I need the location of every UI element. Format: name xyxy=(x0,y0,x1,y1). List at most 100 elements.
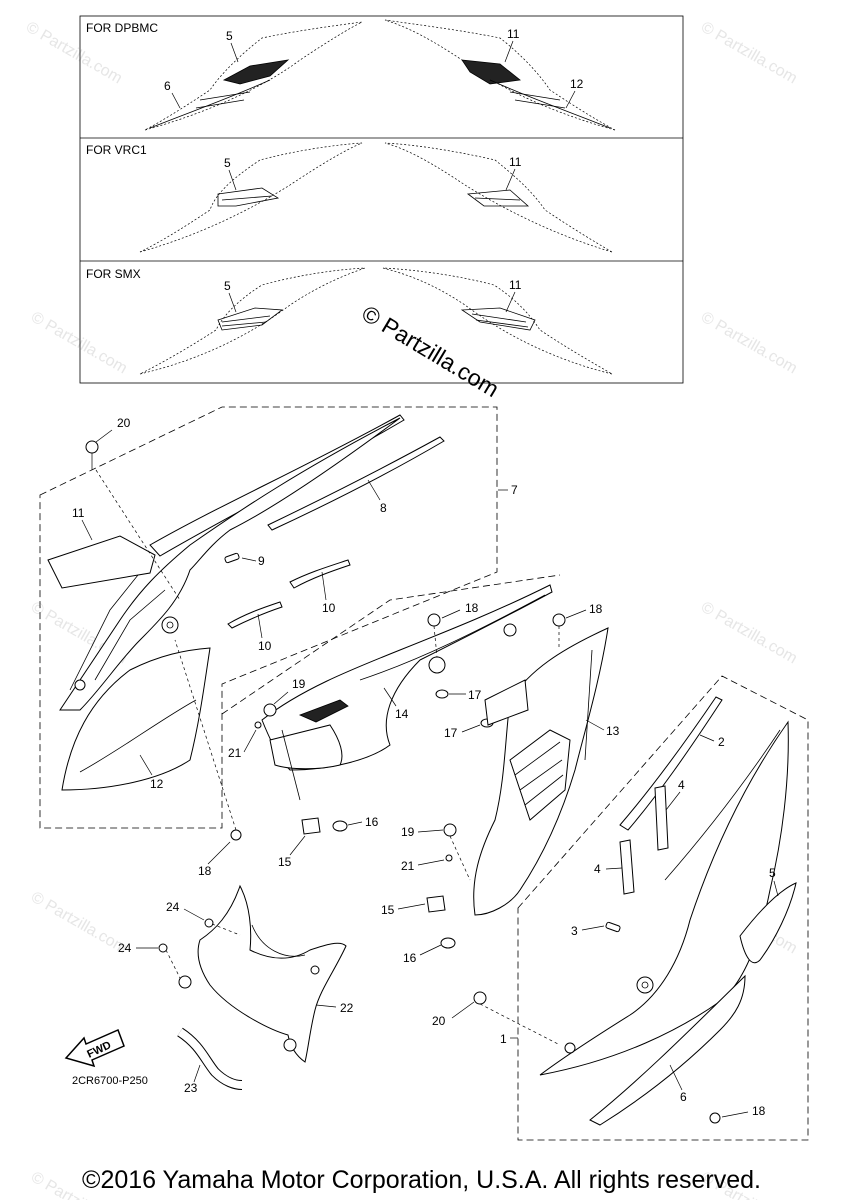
assembly-14-group xyxy=(221,574,566,835)
leader-line xyxy=(228,292,237,313)
leader-line xyxy=(669,1064,683,1091)
callout-label: 20 xyxy=(117,416,131,430)
leader-line xyxy=(419,944,442,956)
callout-label: 12 xyxy=(150,777,164,791)
inset-frame xyxy=(79,15,684,384)
leader-line xyxy=(585,719,605,731)
leader-line xyxy=(171,92,181,109)
callout-label: 16 xyxy=(365,815,379,829)
screw-21 xyxy=(445,854,453,862)
callout-label: 14 xyxy=(395,707,409,721)
strip-6 xyxy=(589,974,746,1126)
callout-label: 5 xyxy=(224,156,231,170)
strip-10 xyxy=(227,601,283,629)
variant-inset-box: FOR DPBMC 5 6 11 12 FOR VRC1 xyxy=(79,15,684,384)
leader-line xyxy=(95,429,113,443)
leader-line xyxy=(241,557,257,562)
callout-label: 12 xyxy=(570,77,584,91)
leader-line xyxy=(228,169,237,191)
strip-8 xyxy=(267,436,445,531)
watermark: © Partzilla.com xyxy=(698,309,800,378)
screw-24 xyxy=(204,918,214,928)
leader-line xyxy=(81,519,93,541)
bolt-20 xyxy=(473,991,487,1005)
leader-line xyxy=(773,880,779,897)
vrc1-left-cover xyxy=(139,142,363,253)
leader-line xyxy=(183,908,205,921)
callout-label: 6 xyxy=(680,1090,687,1104)
bolt-18 xyxy=(230,829,242,841)
callout-label: 18 xyxy=(465,601,479,615)
leader-line xyxy=(504,40,514,63)
callout-label: 15 xyxy=(278,855,292,869)
callout-label: 18 xyxy=(752,1104,766,1118)
variant-title-smx: FOR SMX xyxy=(86,267,141,281)
bolt-19 xyxy=(443,823,457,837)
upper-cover xyxy=(59,417,401,711)
decal-11 xyxy=(47,535,156,589)
leader-line xyxy=(581,925,605,931)
leader-line xyxy=(230,42,239,63)
leader-line xyxy=(417,829,444,833)
leader-line xyxy=(505,168,516,191)
leader-line xyxy=(665,791,681,811)
callout-label: 9 xyxy=(258,554,265,568)
assembly-7-group xyxy=(39,406,498,841)
callout-label: 11 xyxy=(72,506,85,520)
leader-line xyxy=(193,1064,201,1083)
callout-label: 13 xyxy=(606,724,620,738)
cover-12 xyxy=(61,647,211,791)
callout-label: 2 xyxy=(718,735,725,749)
lower-cover xyxy=(539,720,789,1076)
callout-label: 15 xyxy=(381,903,395,917)
decal-4 xyxy=(654,785,669,851)
diagram-code: 2CR6700-P250 xyxy=(72,1075,148,1087)
smx-left-cover xyxy=(139,267,366,375)
leader-line xyxy=(505,291,516,313)
panel-22 xyxy=(197,884,347,1063)
callout-label: 24 xyxy=(166,900,180,914)
leader-line xyxy=(565,90,576,109)
assembly-7-boundary xyxy=(39,406,498,829)
watermark: © Partzilla.com xyxy=(698,599,800,668)
leader-line xyxy=(139,754,153,776)
bolt-18 xyxy=(709,1112,721,1124)
bolt-19 xyxy=(263,703,277,717)
callout-label: 5 xyxy=(224,279,231,293)
callout-label: 17 xyxy=(444,726,458,740)
variant-title-dpbmc: FOR DPBMC xyxy=(86,21,158,35)
callout-label: 11 xyxy=(509,278,522,292)
assembly-1-boundary xyxy=(517,675,809,1141)
callout-label: 5 xyxy=(769,866,776,880)
callout-label: 23 xyxy=(184,1081,198,1095)
leader-line xyxy=(321,571,327,601)
leader-line xyxy=(461,724,481,733)
variant-title-vrc1: FOR VRC1 xyxy=(86,143,147,157)
clip-3 xyxy=(605,921,621,933)
leader-line xyxy=(367,479,381,501)
callout-label: 20 xyxy=(432,1014,446,1028)
grommet-17 xyxy=(435,689,449,699)
smx-right-cover xyxy=(382,267,613,375)
dpbmc-left-cover xyxy=(144,21,363,131)
watermark: © Partzilla.com xyxy=(28,889,130,958)
screw-21 xyxy=(254,721,262,729)
callout-label: 11 xyxy=(507,27,520,41)
clip-9 xyxy=(224,552,240,564)
nut-15 xyxy=(426,895,446,913)
callout-label: 7 xyxy=(511,483,518,497)
callout-label: 22 xyxy=(340,1001,354,1015)
callout-label: 10 xyxy=(258,639,272,653)
callout-label: 24 xyxy=(118,941,132,955)
callout-label: 18 xyxy=(198,864,212,878)
collar-16 xyxy=(332,820,348,832)
vrc1-right-cover xyxy=(384,142,613,253)
panel-22-group xyxy=(158,884,347,1090)
assembly-14-boundary xyxy=(221,574,561,715)
callout-label: 1 xyxy=(500,1032,507,1046)
callout-label: 21 xyxy=(401,859,415,873)
bolt-18 xyxy=(552,613,566,627)
leader-line xyxy=(207,841,231,865)
decal-4 xyxy=(619,839,635,895)
